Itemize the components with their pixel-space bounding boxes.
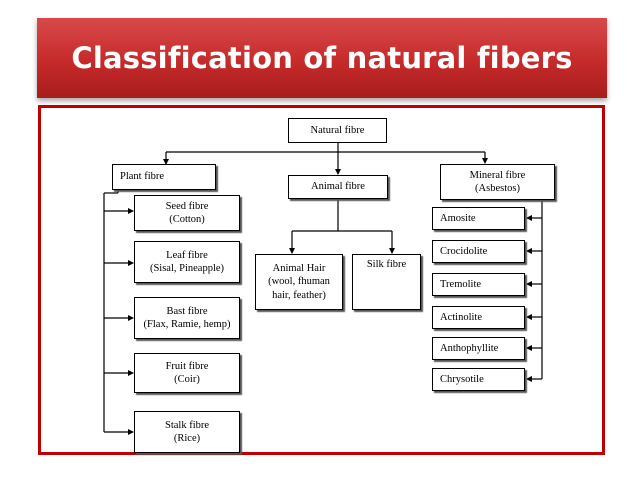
node-label: Seed fibre <box>165 200 209 212</box>
node-seed-fibre: Seed fibre (Cotton) <box>134 195 240 231</box>
node-label: Actinolite <box>440 311 482 323</box>
node-detail: (Asbestos) <box>475 183 520 194</box>
node-label: Amosite <box>440 212 476 224</box>
node-label: Tremolite <box>440 278 482 290</box>
node-detail: (wool, fhuman <box>268 276 330 288</box>
node-stalk-fibre: Stalk fibre (Rice) <box>134 411 240 453</box>
node-natural-fibre: Natural fibre <box>288 118 387 143</box>
slide-title: Classification of natural fibers <box>71 41 573 75</box>
node-detail: (Cotton) <box>169 214 205 225</box>
node-tremolite: Tremolite <box>432 273 525 296</box>
node-detail: (Sisal, Pineapple) <box>149 263 225 274</box>
node-label: Natural fibre <box>310 124 365 136</box>
node-label: Mineral fibre <box>469 169 526 181</box>
node-label: Anthophyllite <box>440 342 499 354</box>
node-detail: (Coir) <box>174 374 200 385</box>
node-label: Chrysotile <box>440 373 484 385</box>
node-fruit-fibre: Fruit fibre (Coir) <box>134 353 240 393</box>
node-actinolite: Actinolite <box>432 306 525 329</box>
node-mineral-fibre: Mineral fibre (Asbestos) <box>440 164 555 200</box>
node-leaf-fibre: Leaf fibre (Sisal, Pineapple) <box>134 241 240 283</box>
node-detail: (Rice) <box>173 433 201 444</box>
node-detail: hair, feather) <box>272 289 326 301</box>
node-label: Animal fibre <box>311 181 365 193</box>
title-bar: Classification of natural fibers <box>37 18 607 98</box>
node-silk-fibre: Silk fibre <box>352 254 421 310</box>
node-label: Fruit fibre <box>165 360 209 372</box>
node-detail: (Flax, Ramie, hemp) <box>143 319 231 330</box>
node-label: Bast fibre <box>166 305 208 317</box>
node-plant-fibre: Plant fibre <box>112 164 216 190</box>
node-animal-hair: Animal Hair (wool, fhuman hair, feather) <box>255 254 343 310</box>
node-label: Stalk fibre <box>164 419 210 431</box>
node-label: Silk fibre <box>366 259 407 270</box>
node-crocidolite: Crocidolite <box>432 240 525 263</box>
node-label: Leaf fibre <box>166 249 208 261</box>
node-bast-fibre: Bast fibre (Flax, Ramie, hemp) <box>134 297 240 339</box>
node-label: Animal Hair <box>272 263 326 275</box>
node-anthophyllite: Anthophyllite <box>432 337 525 360</box>
node-label: Crocidolite <box>440 245 488 257</box>
node-label: Plant fibre <box>120 171 165 183</box>
node-amosite: Amosite <box>432 207 525 230</box>
node-animal-fibre: Animal fibre <box>288 175 388 199</box>
node-chrysotile: Chrysotile <box>432 368 525 391</box>
